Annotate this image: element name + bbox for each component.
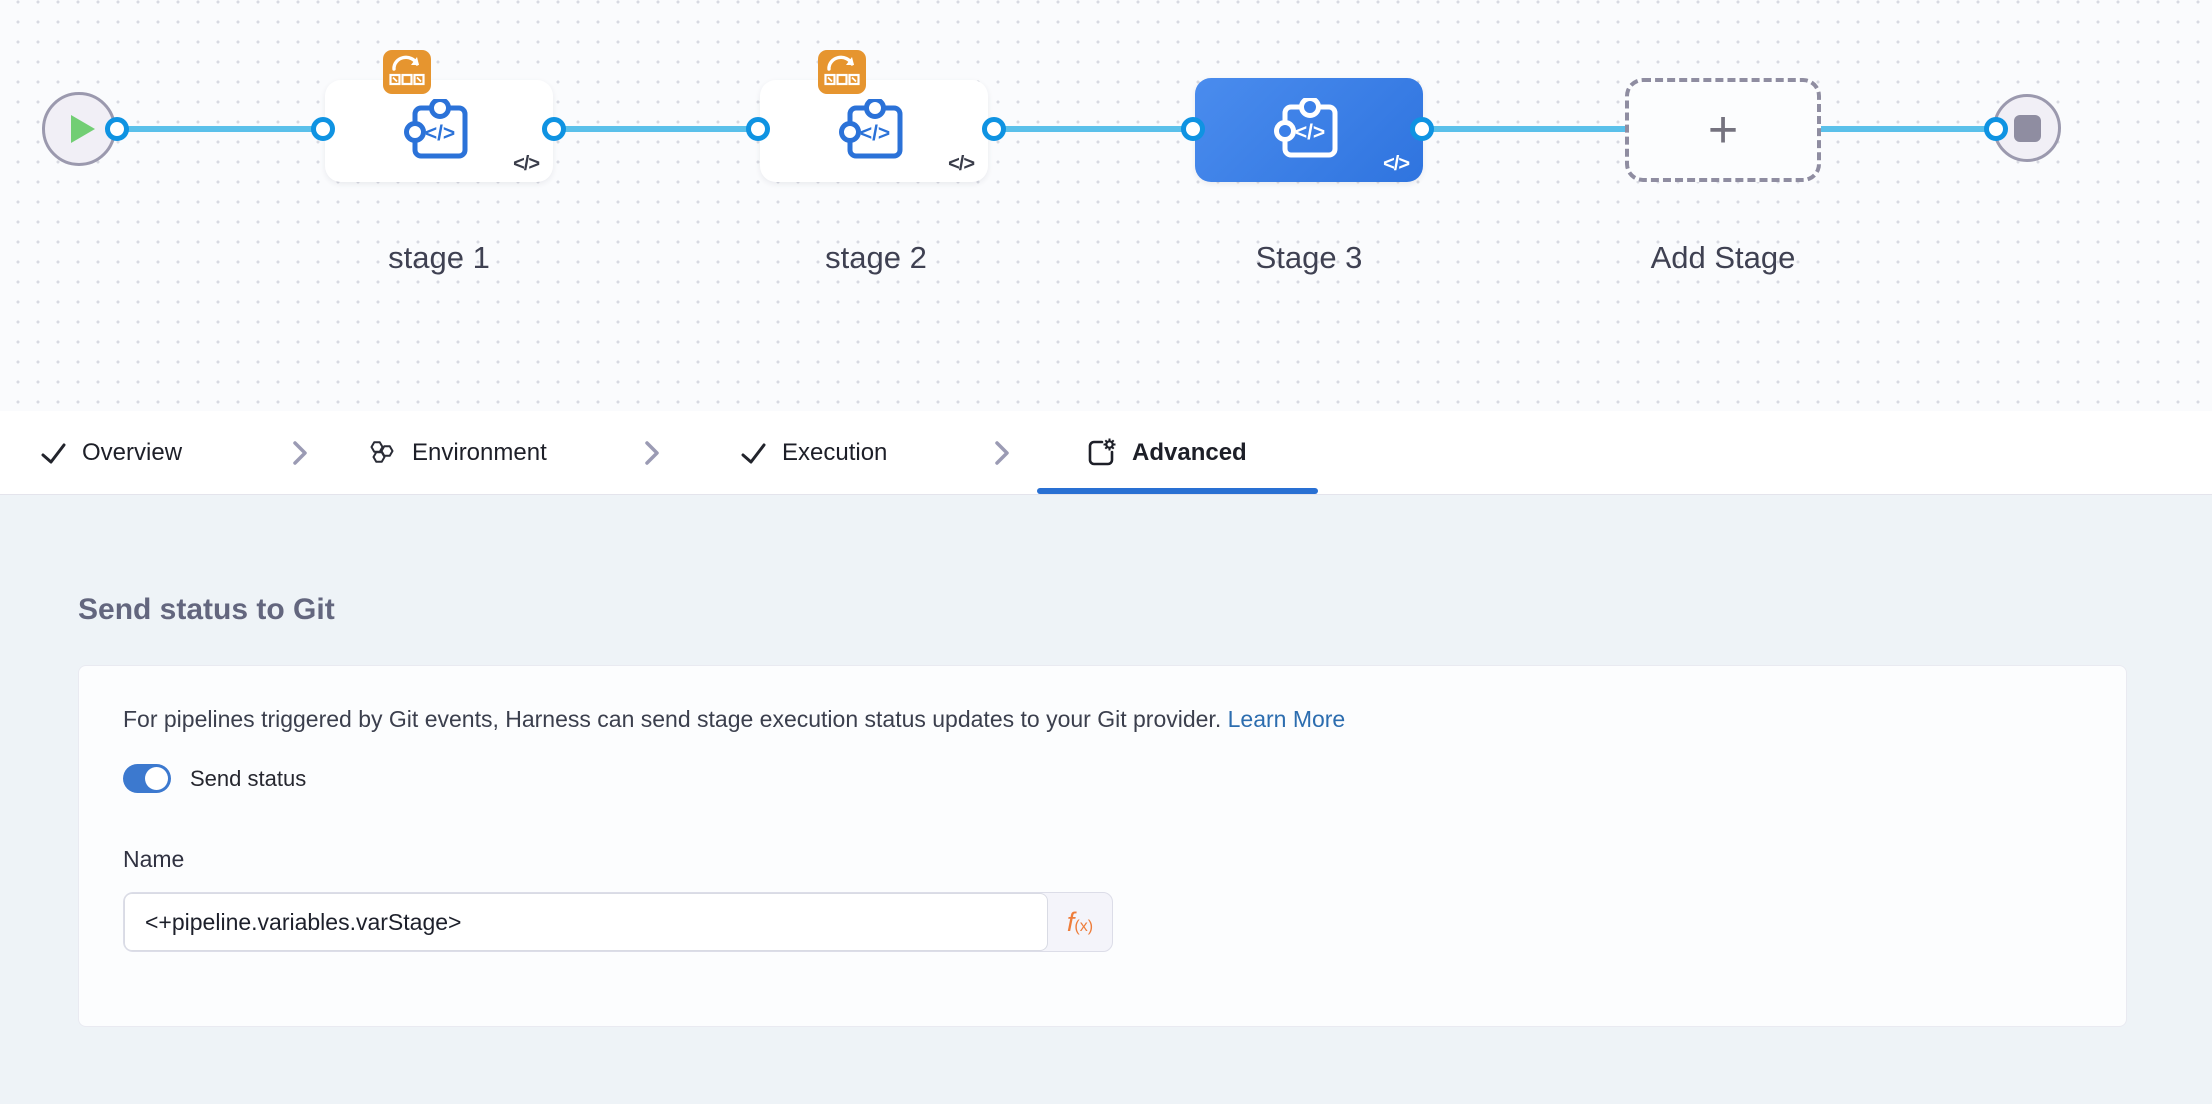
chevron-right-icon	[290, 411, 310, 495]
stop-icon	[2013, 114, 2041, 142]
send-status-toggle-row: Send status	[123, 764, 306, 793]
connector-dot[interactable]	[311, 117, 335, 141]
panel-description: For pipelines triggered by Git events, H…	[123, 706, 1345, 733]
section-heading: Send status to Git	[78, 593, 335, 626]
tab-overview[interactable]: Overview	[40, 411, 182, 495]
advanced-gear-icon	[1085, 437, 1117, 469]
add-stage-label: Add Stage	[1650, 240, 1796, 275]
pipeline-edge	[79, 126, 1996, 132]
connector-dot[interactable]	[746, 117, 770, 141]
custom-stage-puzzle-icon: </>	[839, 99, 903, 159]
tab-label: Overview	[82, 439, 183, 466]
chevron-right-icon	[992, 411, 1012, 495]
toggle-knob	[145, 767, 168, 790]
connector-dot[interactable]	[105, 117, 129, 141]
fx-sub: (x)	[1074, 918, 1094, 935]
check-icon	[40, 440, 67, 467]
stage-config-tabbar: Overview Environment Execution	[0, 411, 2212, 495]
active-tab-underline	[1037, 488, 1318, 494]
pipeline-start-node	[42, 92, 116, 166]
tab-label: Advanced	[1132, 439, 1247, 466]
stage-node-3-selected[interactable]: </> </>	[1195, 78, 1423, 182]
stage-label: stage 1	[388, 240, 490, 275]
advanced-tab-content: Send status to Git For pipelines trigger…	[0, 495, 2212, 1104]
svg-text:</>: </>	[1295, 121, 1325, 144]
name-field-label: Name	[123, 846, 185, 872]
yaml-code-glyph: </>	[1383, 153, 1410, 175]
add-stage-button[interactable]: +	[1625, 78, 1821, 182]
custom-stage-puzzle-icon: </>	[404, 99, 468, 159]
tab-label: Execution	[782, 439, 888, 466]
name-input-group: f(x)	[123, 892, 1113, 952]
tab-execution[interactable]: Execution	[740, 411, 887, 495]
learn-more-link[interactable]: Learn More	[1227, 706, 1346, 732]
stage-label: Stage 3	[1255, 240, 1363, 275]
stage-node-1[interactable]: </> </>	[325, 80, 553, 182]
name-input[interactable]	[124, 893, 1048, 951]
tab-advanced[interactable]: Advanced	[1085, 411, 1247, 495]
stage-node-2[interactable]: </> </>	[760, 80, 988, 182]
chevron-right-icon	[642, 411, 662, 495]
environment-icon	[366, 438, 397, 469]
connector-dot[interactable]	[982, 117, 1006, 141]
expression-fx-button[interactable]: f(x)	[1048, 893, 1112, 951]
connector-dot[interactable]	[1984, 117, 2008, 141]
connector-dot[interactable]	[1181, 117, 1205, 141]
check-icon	[740, 440, 767, 467]
svg-text:</>: </>	[425, 122, 455, 145]
connector-dot[interactable]	[542, 117, 566, 141]
looping-strategy-badge-icon[interactable]	[383, 50, 431, 94]
pipeline-canvas[interactable]: </> </> stage 1 </> </> stage 2	[0, 0, 2212, 411]
connector-dot[interactable]	[1410, 117, 1434, 141]
tab-label: Environment	[412, 439, 547, 466]
yaml-code-glyph: </>	[948, 153, 975, 175]
send-status-toggle[interactable]	[123, 764, 171, 793]
tab-environment[interactable]: Environment	[366, 411, 547, 495]
svg-text:</>: </>	[860, 122, 890, 145]
description-text: For pipelines triggered by Git events, H…	[123, 706, 1222, 732]
send-status-panel: For pipelines triggered by Git events, H…	[78, 665, 2127, 1027]
play-icon	[70, 115, 95, 143]
looping-strategy-badge-icon[interactable]	[818, 50, 866, 94]
custom-stage-puzzle-icon: </>	[1274, 98, 1338, 158]
stage-label: stage 2	[825, 240, 927, 275]
fx-f: f	[1066, 906, 1075, 937]
toggle-label: Send status	[190, 765, 307, 791]
yaml-code-glyph: </>	[513, 153, 540, 175]
plus-icon: +	[1707, 101, 1739, 159]
